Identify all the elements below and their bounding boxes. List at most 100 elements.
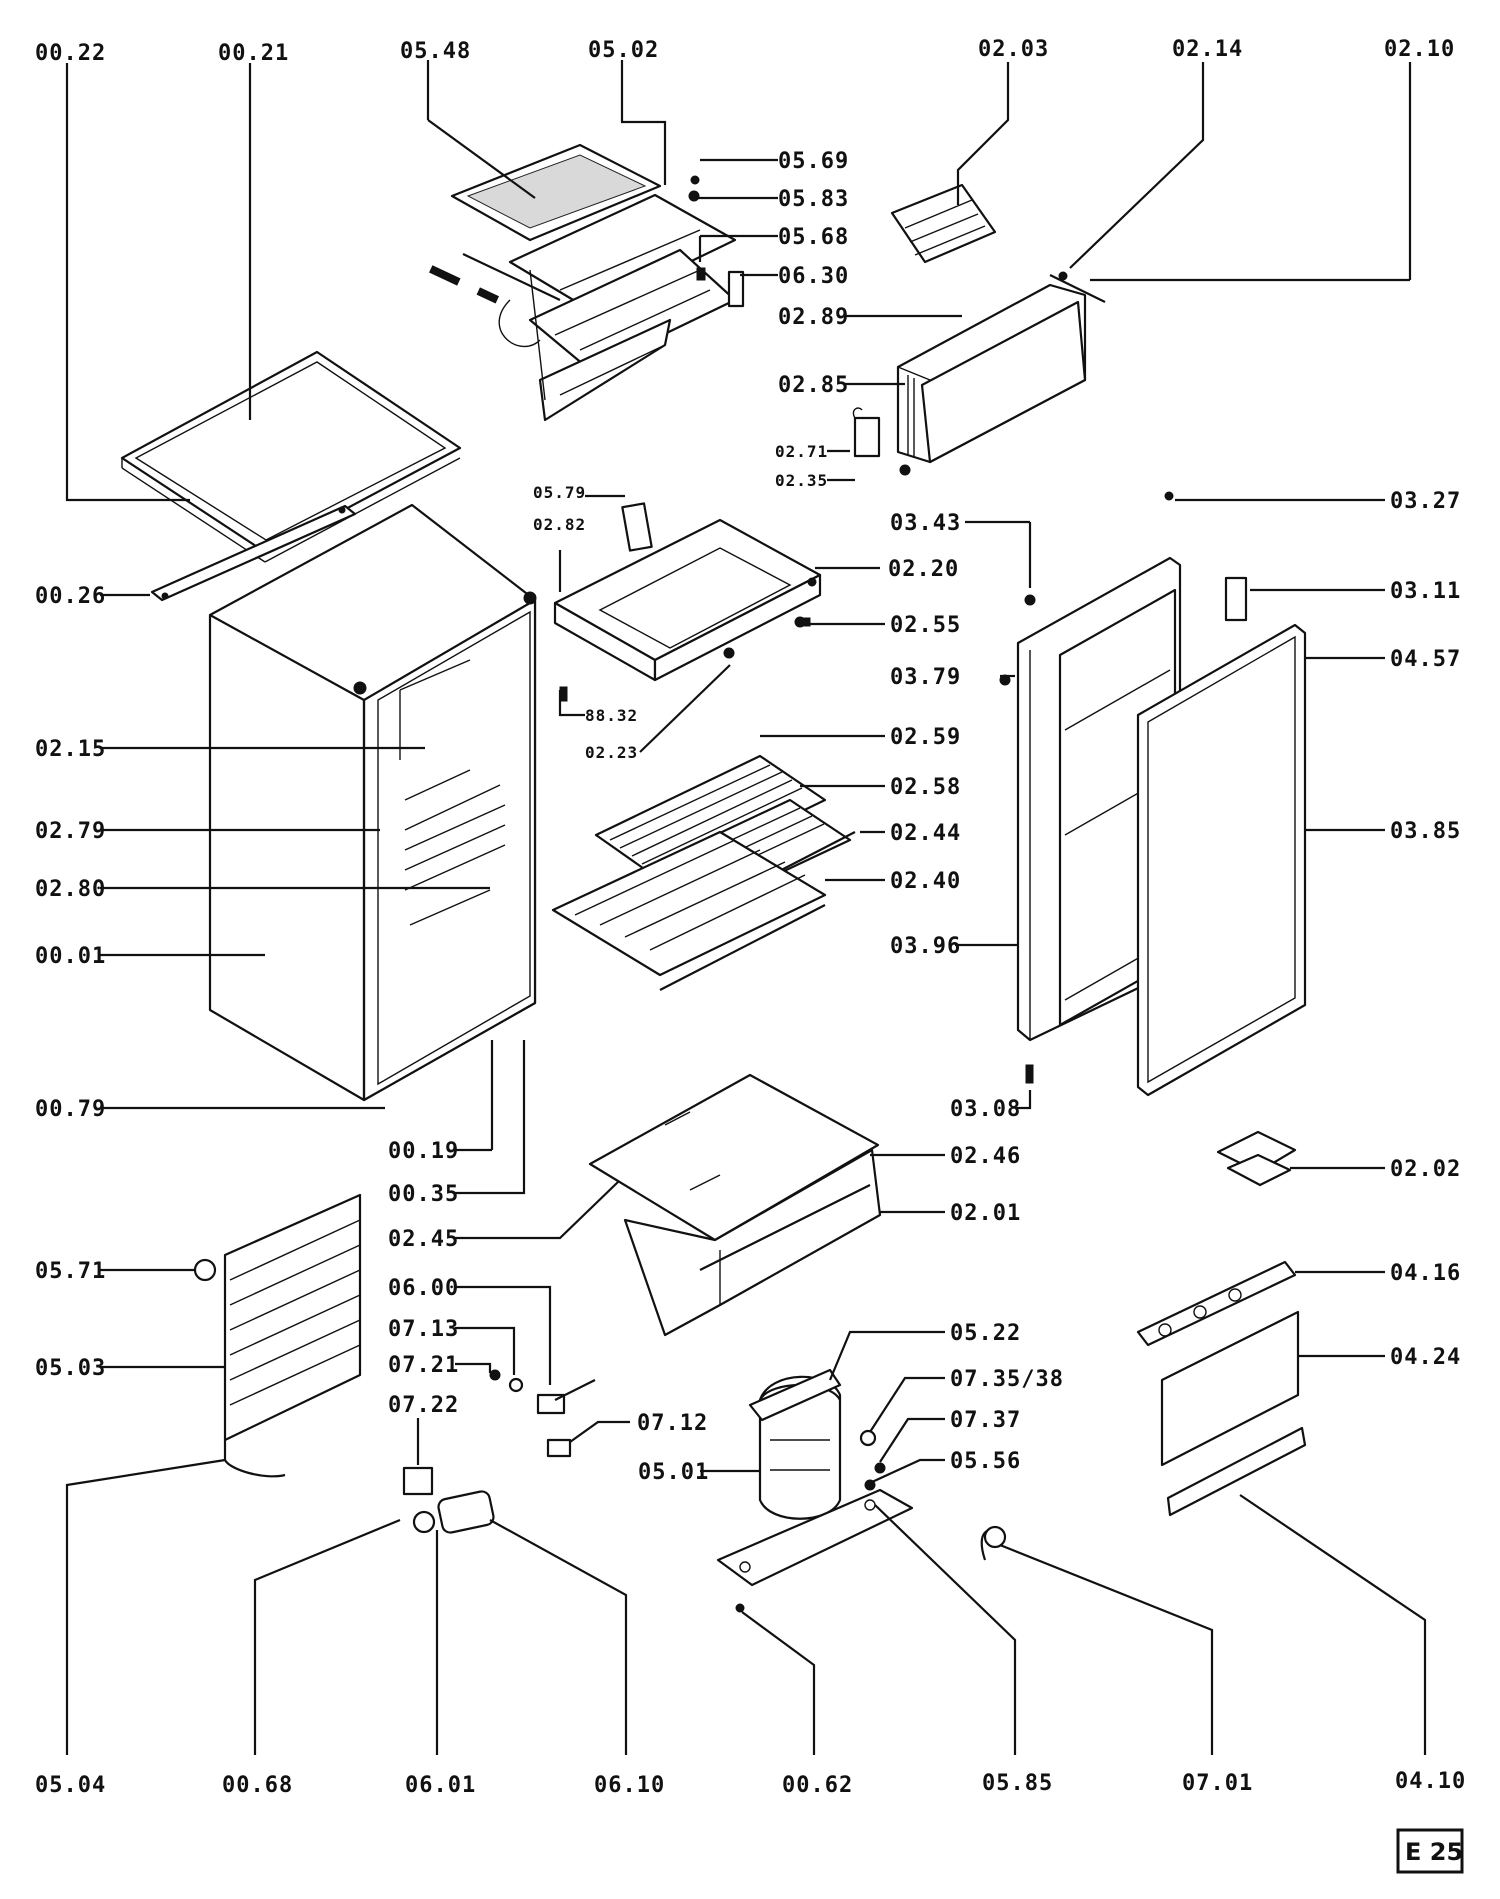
freezer-tray-housing — [553, 502, 822, 682]
part-label-0585: 05.85 — [982, 1771, 1053, 1796]
part-label-0610: 06.10 — [594, 1773, 665, 1798]
part-label-0343: 03.43 — [890, 511, 961, 536]
wire-shelf-upper — [594, 754, 827, 882]
evaporator-assembly — [429, 193, 737, 422]
part-label-0583: 05.83 — [778, 187, 849, 212]
compressor — [748, 1368, 842, 1520]
part-label-0379: 03.79 — [890, 665, 961, 690]
ice-tray — [890, 183, 997, 264]
part-label-0569: 05.69 — [778, 149, 849, 174]
part-label-0556: 05.56 — [950, 1449, 1021, 1474]
door-latch — [1224, 576, 1248, 622]
part-label-0396: 03.96 — [890, 934, 961, 959]
part-label-0327: 03.27 — [1390, 489, 1461, 514]
glass-plate — [1160, 1310, 1300, 1467]
top-cover-panel — [120, 350, 462, 563]
page-id-text: E 25 — [1405, 1838, 1463, 1866]
part-label-8832: 88.32 — [585, 706, 638, 725]
part-label-0722: 07.22 — [388, 1393, 459, 1418]
part-label-0571: 05.71 — [35, 1259, 106, 1284]
part-label-0259: 02.59 — [890, 725, 961, 750]
part-labels: 00.22 00.21 05.48 05.02 05.69 05.83 05.6… — [35, 37, 1466, 1798]
wire-shelf-lower — [551, 830, 827, 991]
part-label-0022: 00.22 — [35, 41, 106, 66]
part-label-0235: 02.35 — [775, 471, 828, 490]
part-label-0522: 05.22 — [950, 1321, 1021, 1346]
part-label-0244: 02.44 — [890, 821, 961, 846]
small-fasteners-mid — [559, 617, 811, 702]
part-label-0600: 06.00 — [388, 1276, 459, 1301]
part-label-0255: 02.55 — [890, 613, 961, 638]
part-label-0019: 00.19 — [388, 1139, 459, 1164]
part-label-0245: 02.45 — [388, 1227, 459, 1252]
relay-parts — [402, 1466, 495, 1534]
compressor-base-plate — [716, 1488, 914, 1613]
part-label-0271: 02.71 — [775, 442, 828, 461]
part-label-0021: 00.21 — [218, 41, 289, 66]
part-label-0246: 02.46 — [950, 1144, 1021, 1169]
part-label-0062: 00.62 — [782, 1773, 853, 1798]
part-label-0721: 07.21 — [388, 1353, 459, 1378]
part-label-0311: 03.11 — [1390, 579, 1461, 604]
part-label-0220: 02.20 — [888, 557, 959, 582]
door-hinge-small — [852, 407, 881, 458]
part-label-0712: 07.12 — [637, 1411, 708, 1436]
part-label-0568: 05.68 — [778, 225, 849, 250]
part-label-0001: 00.01 — [35, 944, 106, 969]
rear-bar — [1166, 1426, 1307, 1517]
bracket-part — [1216, 1130, 1297, 1187]
top-rail — [150, 504, 357, 602]
page-id-box: E 25 — [1396, 1828, 1464, 1874]
part-label-0202: 02.02 — [1390, 1157, 1461, 1182]
part-label-0385: 03.85 — [1390, 819, 1461, 844]
part-label-0258: 02.58 — [890, 775, 961, 800]
part-label-0416: 04.16 — [1390, 1261, 1461, 1286]
part-label-0601: 06.01 — [405, 1773, 476, 1798]
part-label-0035: 00.35 — [388, 1182, 459, 1207]
part-label-0501: 05.01 — [638, 1460, 709, 1485]
cabinet-body — [208, 503, 537, 1102]
crisper-drawer — [623, 1148, 882, 1337]
part-label-0079: 00.79 — [35, 1097, 106, 1122]
evaporator-plate — [450, 143, 662, 242]
part-label-0282: 02.82 — [533, 515, 586, 534]
crisper-cover-glass — [588, 1073, 880, 1242]
part-label-0280: 02.80 — [35, 877, 106, 902]
part-label-0223: 02.23 — [585, 743, 638, 762]
part-label-0503: 05.03 — [35, 1356, 106, 1381]
part-label-0240: 02.40 — [890, 869, 961, 894]
part-label-0203: 02.03 — [978, 37, 1049, 62]
condenser-coil — [193, 1193, 362, 1478]
part-label-0210: 02.10 — [1384, 37, 1455, 62]
power-cord — [980, 1525, 1007, 1561]
part-label-0701: 07.01 — [1182, 1771, 1253, 1796]
part-label-0737: 07.37 — [950, 1408, 1021, 1433]
part-label-0630: 06.30 — [778, 264, 849, 289]
part-label-0713: 07.13 — [388, 1317, 459, 1342]
part-label-0214: 02.14 — [1172, 37, 1243, 62]
door-gasket — [1136, 623, 1307, 1097]
part-label-0579: 05.79 — [533, 483, 586, 502]
part-label-0457: 04.57 — [1390, 647, 1461, 672]
leader-lines — [65, 60, 1427, 1755]
part-label-0502: 05.02 — [588, 38, 659, 63]
part-label-0215: 02.15 — [35, 737, 106, 762]
freezer-compartment-door — [896, 271, 1106, 476]
part-label-0285: 02.85 — [778, 373, 849, 398]
screws-top — [688, 175, 745, 308]
control-panel-strip — [1136, 1260, 1297, 1347]
part-label-0026: 00.26 — [35, 584, 106, 609]
thermostat-parts — [489, 1369, 596, 1458]
part-label-0504: 05.04 — [35, 1773, 106, 1798]
part-label-0289: 02.89 — [778, 305, 849, 330]
part-label-0424: 04.24 — [1390, 1345, 1461, 1370]
part-label-0410: 04.10 — [1395, 1769, 1466, 1794]
part-label-0308: 03.08 — [950, 1097, 1021, 1122]
part-label-0279: 02.79 — [35, 819, 106, 844]
part-label-0201: 02.01 — [950, 1201, 1021, 1226]
part-label-0548: 05.48 — [400, 39, 471, 64]
part-label-0068: 00.68 — [222, 1773, 293, 1798]
part-label-073538: 07.35/38 — [950, 1367, 1064, 1392]
